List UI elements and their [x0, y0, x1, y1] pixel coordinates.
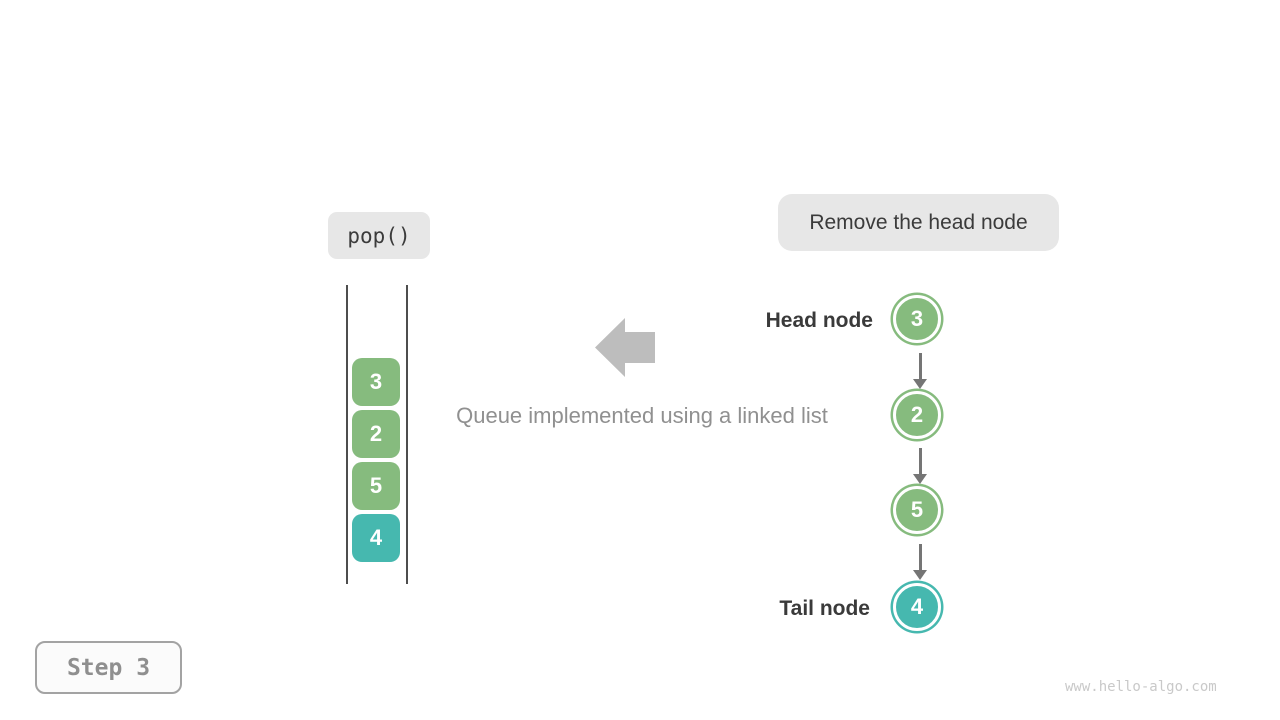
- down-arrow-icon: [913, 448, 927, 484]
- remove-head-annotation-badge: Remove the head node: [778, 194, 1059, 251]
- left-block-arrow-icon: [595, 318, 657, 378]
- tail-node-label: Tail node: [779, 597, 870, 620]
- queue-stack-item: 5: [352, 462, 400, 510]
- queue-stack-item: 2: [352, 410, 400, 458]
- queue-container-right-line: [406, 285, 408, 584]
- linked-list-node: 2: [893, 391, 941, 439]
- step-indicator: Step 3: [35, 641, 182, 694]
- linked-list-node: 5: [893, 486, 941, 534]
- queue-container-left-line: [346, 285, 348, 584]
- head-node-label: Head node: [765, 309, 873, 332]
- down-arrow-icon: [913, 544, 927, 580]
- down-arrow-icon: [913, 353, 927, 389]
- linked-list-node: 4: [893, 583, 941, 631]
- watermark: www.hello-algo.com: [1065, 679, 1217, 695]
- diagram-caption: Queue implemented using a linked list: [456, 403, 828, 428]
- pop-operation-badge: pop(): [328, 212, 430, 259]
- queue-stack-item: 4: [352, 514, 400, 562]
- queue-stack-item: 3: [352, 358, 400, 406]
- linked-list-node: 3: [893, 295, 941, 343]
